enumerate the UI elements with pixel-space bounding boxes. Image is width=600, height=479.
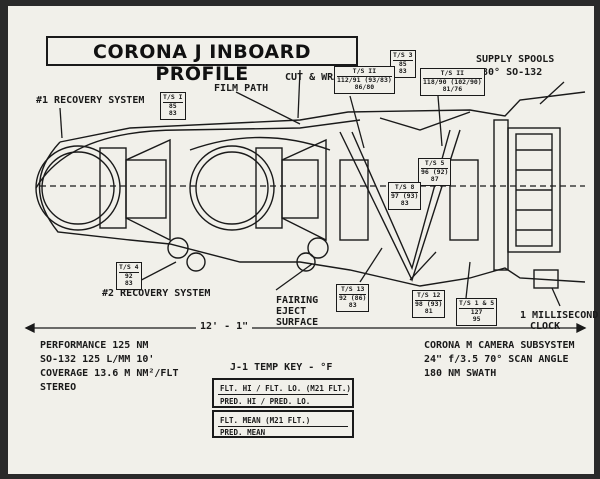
title-box: CORONA J INBOARD PROFILE	[46, 36, 358, 85]
spec-performance: PERFORMANCE 125 NM	[40, 340, 149, 351]
supply-spools-label: SUPPLY SPOOLS	[476, 54, 555, 65]
cut-wrap-label: CUT & WRAP	[285, 72, 346, 83]
recovery-system-2-label: #2 RECOVERY SYSTEM	[102, 288, 211, 299]
temp-key-title: J-1 TEMP KEY - °F	[230, 362, 333, 373]
surface-label: SURFACE	[276, 317, 319, 328]
temp-key-row2-bottom: PRED. MEAN	[220, 428, 266, 437]
fairing-label: FAIRING	[276, 295, 319, 306]
spec-resolution: SO-132 125 L/MM 10'	[40, 354, 155, 365]
spec-swath: 180 NM SWATH	[424, 368, 497, 379]
film-path-label: FILM PATH	[214, 83, 269, 94]
leader-lines	[59, 69, 565, 307]
temp-key-row1-bottom: PRED. HI / PRED. LO.	[220, 397, 311, 406]
dimension-line	[24, 322, 587, 334]
clock-label-2: CLOCK	[530, 321, 561, 332]
supply-spools-sub-label: 180° SO-132	[476, 67, 543, 78]
vehicle-outline	[35, 91, 586, 289]
page-title: CORONA J INBOARD PROFILE	[93, 41, 311, 85]
spec-stereo: STEREO	[40, 382, 77, 393]
spec-coverage: COVERAGE 13.6 M NM²/FLT	[40, 368, 179, 379]
temp-key-divider-1	[218, 394, 348, 395]
temp-key-row1-top: FLT. HI / FLT. LO. (M21 FLT.)	[220, 384, 351, 393]
length-dimension-label: 12' - 1"	[196, 321, 253, 332]
temp-key-divider-2	[218, 426, 348, 427]
spec-camera-subsystem: CORONA M CAMERA SUBSYSTEM	[424, 340, 575, 351]
temp-key-row2-top: FLT. MEAN (M21 FLT.)	[220, 416, 311, 425]
temp-key-box-2: FLT. MEAN (M21 FLT.) PRED. MEAN	[212, 410, 354, 438]
recovery-system-1-label: #1 RECOVERY SYSTEM	[36, 95, 145, 106]
eject-label: EJECT	[276, 306, 307, 317]
clock-label: 1 MILLISECOND	[520, 310, 599, 321]
spec-camera-optics: 24" f/3.5 70° SCAN ANGLE	[424, 354, 569, 365]
temp-key-box-1: FLT. HI / FLT. LO. (M21 FLT.) PRED. HI /…	[212, 378, 354, 408]
